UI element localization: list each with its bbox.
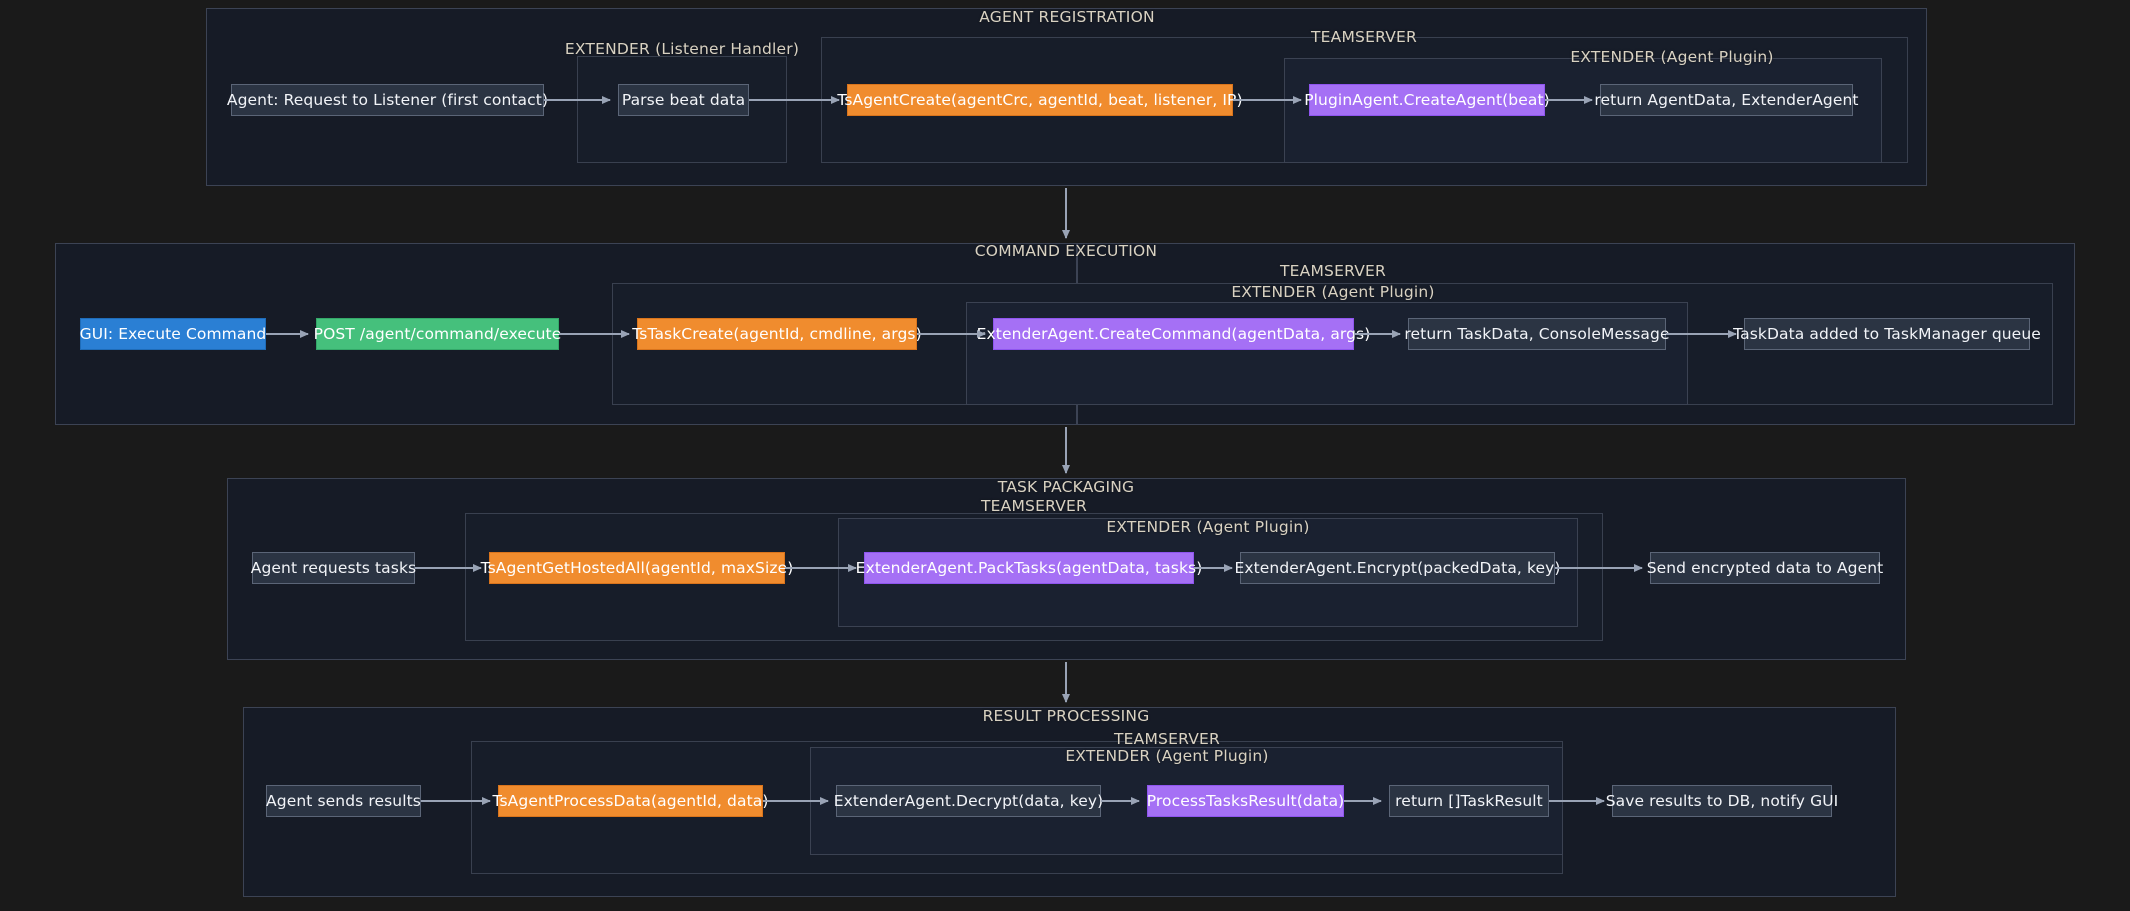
node-return-agentdata-extenderagent[interactable]: return AgentData, ExtenderAgent	[1594, 84, 1859, 116]
section-label-agent-registration: AGENT REGISTRATION	[979, 8, 1155, 26]
group-label-teamserver-2: TEAMSERVER	[1280, 262, 1386, 280]
section-label-result-processing: RESULT PROCESSING	[982, 707, 1150, 725]
section-label-command-execution: COMMAND EXECUTION	[974, 242, 1158, 260]
node-tstaskcreate[interactable]: TsTaskCreate(agentId, cmdline, args)	[632, 318, 922, 350]
node-taskdata-added-to-queue[interactable]: TaskData added to TaskManager queue	[1733, 318, 2041, 350]
node-agent-request-to-listener[interactable]: Agent: Request to Listener (first contac…	[227, 84, 548, 116]
node-agent-requests-tasks[interactable]: Agent requests tasks	[251, 552, 416, 584]
group-label-teamserver-3: TEAMSERVER	[981, 497, 1087, 515]
node-extenderagent-decrypt[interactable]: ExtenderAgent.Decrypt(data, key)	[834, 785, 1103, 817]
section-label-task-packaging: TASK PACKAGING	[997, 478, 1135, 496]
node-extenderagent-encrypt[interactable]: ExtenderAgent.Encrypt(packedData, key)	[1234, 552, 1560, 584]
node-agent-sends-results[interactable]: Agent sends results	[266, 785, 421, 817]
group-label-extender-agent-plugin-2: EXTENDER (Agent Plugin)	[1231, 283, 1435, 301]
node-tsagentprocessdata[interactable]: TsAgentProcessData(agentId, data)	[493, 785, 768, 817]
node-return-taskdata-consolemessage[interactable]: return TaskData, ConsoleMessage	[1404, 318, 1670, 350]
node-gui-execute-command[interactable]: GUI: Execute Command	[80, 318, 266, 350]
node-save-results-notify-gui[interactable]: Save results to DB, notify GUI	[1606, 785, 1838, 817]
node-extenderagent-createcommand[interactable]: ExtenderAgent.CreateCommand(agentData, a…	[977, 318, 1370, 350]
group-label-extender-agent-plugin-3: EXTENDER (Agent Plugin)	[1106, 518, 1310, 536]
node-tsagentcreate[interactable]: TsAgentCreate(agentCrc, agentId, beat, l…	[837, 84, 1243, 116]
node-parse-beat-data[interactable]: Parse beat data	[618, 84, 749, 116]
node-tsagentgethostedall[interactable]: TsAgentGetHostedAll(agentId, maxSize)	[481, 552, 793, 584]
group-label-extender-agent-plugin-4: EXTENDER (Agent Plugin)	[1065, 747, 1269, 765]
group-label-teamserver-4: TEAMSERVER	[1114, 730, 1220, 748]
node-processtasksresult[interactable]: ProcessTasksResult(data)	[1147, 785, 1344, 817]
node-extenderagent-packtasks[interactable]: ExtenderAgent.PackTasks(agentData, tasks…	[856, 552, 1202, 584]
node-pluginagent-createagent[interactable]: PluginAgent.CreateAgent(beat)	[1304, 84, 1550, 116]
node-return-taskresult[interactable]: return []TaskResult	[1389, 785, 1549, 817]
group-label-extender-agent-plugin-1: EXTENDER (Agent Plugin)	[1570, 48, 1774, 66]
node-post-agent-command-execute[interactable]: POST /agent/command/execute	[314, 318, 561, 350]
node-send-encrypted-data-to-agent[interactable]: Send encrypted data to Agent	[1647, 552, 1883, 584]
group-label-teamserver-1: TEAMSERVER	[1311, 28, 1417, 46]
group-label-extender-listener-handler: EXTENDER (Listener Handler)	[564, 40, 800, 58]
